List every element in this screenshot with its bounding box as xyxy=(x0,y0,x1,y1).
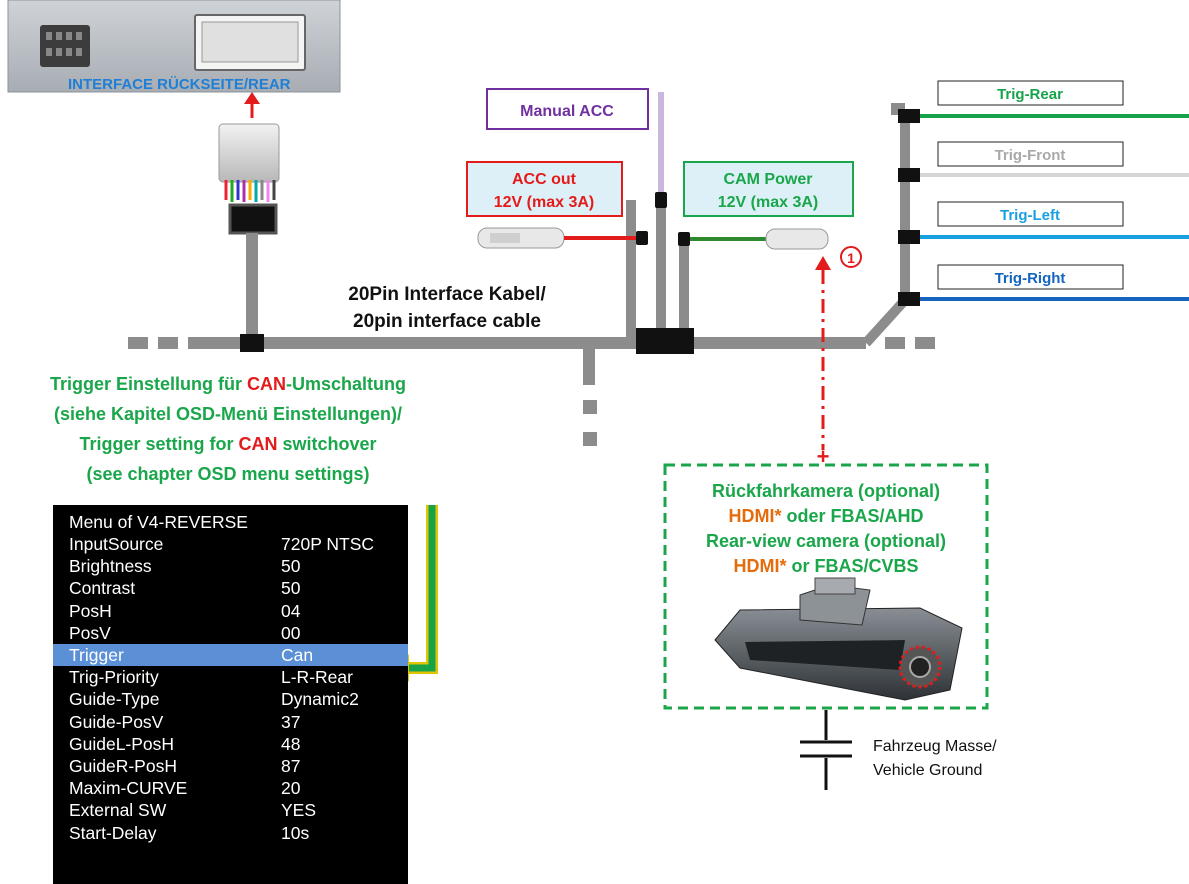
menu-row-value: 50 xyxy=(281,578,301,599)
marker-number: 1 xyxy=(847,250,855,266)
menu-row-key: GuideL-PosH xyxy=(69,733,175,754)
camera-box-text: Rückfahrkamera (optional) HDMI* oder FBA… xyxy=(706,481,946,576)
svg-text:Trigger setting for CAN switch: Trigger setting for CAN switchover xyxy=(79,434,376,454)
trigger-harness xyxy=(862,103,1189,347)
camera-image xyxy=(714,577,963,701)
menu-row-start-delay[interactable]: Start-Delay 10s xyxy=(53,822,408,844)
trig-rear-label: Trig-Rear xyxy=(997,86,1063,103)
menu-row-value: 00 xyxy=(281,622,301,643)
menu-row-value: 04 xyxy=(281,600,301,621)
menu-row-key: Guide-PosV xyxy=(69,711,164,732)
menu-row-value: 48 xyxy=(281,733,301,754)
manual-acc-wire xyxy=(658,92,664,202)
trig-right-label: Trig-Right xyxy=(995,270,1066,287)
menu-row-value: 87 xyxy=(281,756,301,776)
cable-label-de: 20Pin Interface Kabel/ xyxy=(348,284,546,305)
trig-front-label: Trig-Front xyxy=(995,147,1066,164)
menu-row-key: Guide-Type xyxy=(69,689,160,710)
menu-row-key: Contrast xyxy=(69,578,136,599)
menu-row-key: PosV xyxy=(69,622,111,643)
plus-icon: + xyxy=(817,444,830,469)
menu-row-value: 50 xyxy=(281,556,301,577)
svg-text:(siehe Kapitel OSD-Menü Einste: (siehe Kapitel OSD-Menü Einstellungen)/ xyxy=(54,404,402,424)
menu-row-value: 10s xyxy=(281,822,310,843)
menu-row-value: Dynamic2 xyxy=(281,689,359,710)
menu-row-key: Brightness xyxy=(69,556,152,577)
menu-row-value: L-R-Rear xyxy=(281,667,353,688)
menu-title: Menu of V4-REVERSE xyxy=(69,512,248,532)
menu-row-trig-priority[interactable]: Trig-Priority L-R-Rear xyxy=(53,666,408,688)
branch-junction xyxy=(636,328,694,354)
svg-text:(see chapter OSD menu settings: (see chapter OSD menu settings) xyxy=(86,464,369,484)
menu-row-maxim-curve[interactable]: Maxim-CURVE 20 xyxy=(53,777,408,799)
svg-text:Rückfahrkamera (optional): Rückfahrkamera (optional) xyxy=(712,481,940,501)
menu-row-value: 720P NTSC xyxy=(281,534,375,554)
svg-text:HDMI* oder FBAS/AHD: HDMI* oder FBAS/AHD xyxy=(728,506,923,526)
menu-row-key: Start-Delay xyxy=(69,822,157,843)
interface-label: INTERFACE RÜCKSEITE/REAR xyxy=(68,76,291,93)
menu-row-value: 37 xyxy=(281,711,301,732)
menu-row-guide-posv[interactable]: Guide-PosV 37 xyxy=(53,711,408,733)
manual-acc-label: Manual ACC xyxy=(520,103,614,120)
menu-row-posh[interactable]: PosH 04 xyxy=(53,600,408,622)
ground-label-en: Vehicle Ground xyxy=(873,762,982,779)
cable-junction xyxy=(240,334,264,352)
menu-row-trigger[interactable]: Trigger Can xyxy=(53,644,408,666)
trigger-note: Trigger Einstellung für CAN-Umschaltung … xyxy=(50,374,406,484)
ground-label-de: Fahrzeug Masse/ xyxy=(873,738,997,755)
trig-left-label: Trig-Left xyxy=(1000,207,1060,224)
menu-row-key: Trig-Priority xyxy=(69,667,159,688)
menu-row-external-sw[interactable]: External SW YES xyxy=(53,799,408,821)
menu-row-key: Maxim-CURVE xyxy=(69,778,188,799)
svg-text:Rear-view camera (optional): Rear-view camera (optional) xyxy=(706,531,946,551)
interface-unit: INTERFACE RÜCKSEITE/REAR xyxy=(7,0,341,93)
cam-power-box xyxy=(683,161,854,217)
cam-power-label: CAM Power xyxy=(724,171,813,188)
cable-plug xyxy=(218,123,280,235)
cable-label-en: 20pin interface cable xyxy=(353,311,541,332)
acc-out-label: ACC out xyxy=(512,171,577,188)
svg-text:Trigger Einstellung für CAN-Um: Trigger Einstellung für CAN-Umschaltung xyxy=(50,374,406,394)
arrow-head-icon xyxy=(244,92,260,104)
menu-row-inputsource[interactable]: InputSource 720P NTSC xyxy=(53,533,408,555)
acc-out-rating: 12V (max 3A) xyxy=(494,194,595,211)
menu-row-posv[interactable]: PosV 00 xyxy=(53,622,408,644)
marker-circle xyxy=(840,246,862,268)
menu-row-value: 20 xyxy=(281,778,301,799)
ground-symbol xyxy=(800,710,852,790)
svg-text:HDMI* or FBAS/CVBS: HDMI* or FBAS/CVBS xyxy=(733,556,918,576)
acc-out-connector xyxy=(477,227,648,249)
menu-row-guide-type[interactable]: Guide-Type Dynamic2 xyxy=(53,688,408,710)
menu-row-key: InputSource xyxy=(69,534,164,554)
menu-row-value: YES xyxy=(281,800,317,821)
menu-row-brightness[interactable]: Brightness 50 xyxy=(53,555,408,577)
menu-row-guider-posh[interactable]: GuideR-PosH 87 xyxy=(53,755,408,777)
menu-row-key: External SW xyxy=(69,800,167,821)
menu-row-key: GuideR-PosH xyxy=(69,756,177,776)
menu-row-key: Trigger xyxy=(69,645,124,665)
menu-row-contrast[interactable]: Contrast 50 xyxy=(53,577,408,599)
menu-row-key: PosH xyxy=(69,600,112,621)
main-cable xyxy=(128,200,935,446)
manual-acc-box xyxy=(486,88,649,130)
acc-out-box xyxy=(466,161,623,217)
arrow-up-icon xyxy=(815,256,831,270)
menu-row-guidel-posh[interactable]: GuideL-PosH 48 xyxy=(53,733,408,755)
cam-power-connector xyxy=(678,228,829,250)
cam-power-rating: 12V (max 3A) xyxy=(718,194,819,211)
trigger-labels: Trig-Rear Trig-Front Trig-Left Trig-Righ… xyxy=(937,80,1124,290)
menu-row-value: Can xyxy=(281,645,314,665)
